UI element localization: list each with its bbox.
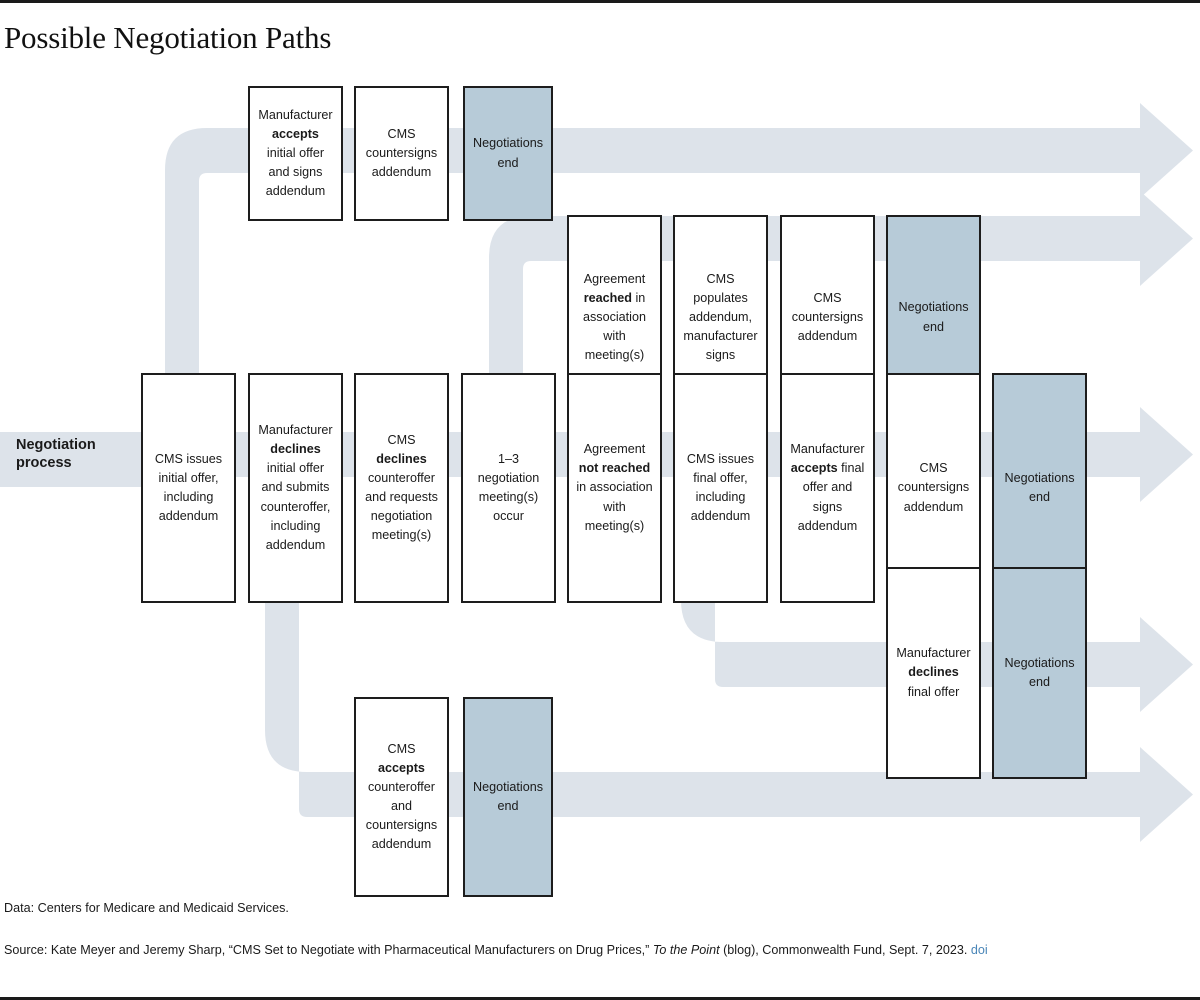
footer: Data: Centers for Medicare and Medicaid … (4, 900, 1194, 959)
process-label-band (0, 432, 152, 487)
source-publication-title: To the Point (652, 942, 720, 957)
source-suffix: (blog), Commonwealth Fund, Sept. 7, 2023… (719, 942, 971, 957)
source-prefix: Source: Kate Meyer and Jeremy Sharp, “CM… (4, 942, 653, 957)
page-title: Possible Negotiation Paths (4, 20, 332, 55)
bottom-divider (0, 997, 1200, 1000)
process-label: Negotiation process (16, 437, 96, 472)
doi-link[interactable]: doi (970, 942, 988, 957)
top-divider (0, 0, 1200, 3)
source-citation-line: Source: Kate Meyer and Jeremy Sharp, “CM… (4, 942, 1194, 960)
data-source-line: Data: Centers for Medicare and Medicaid … (4, 901, 289, 915)
